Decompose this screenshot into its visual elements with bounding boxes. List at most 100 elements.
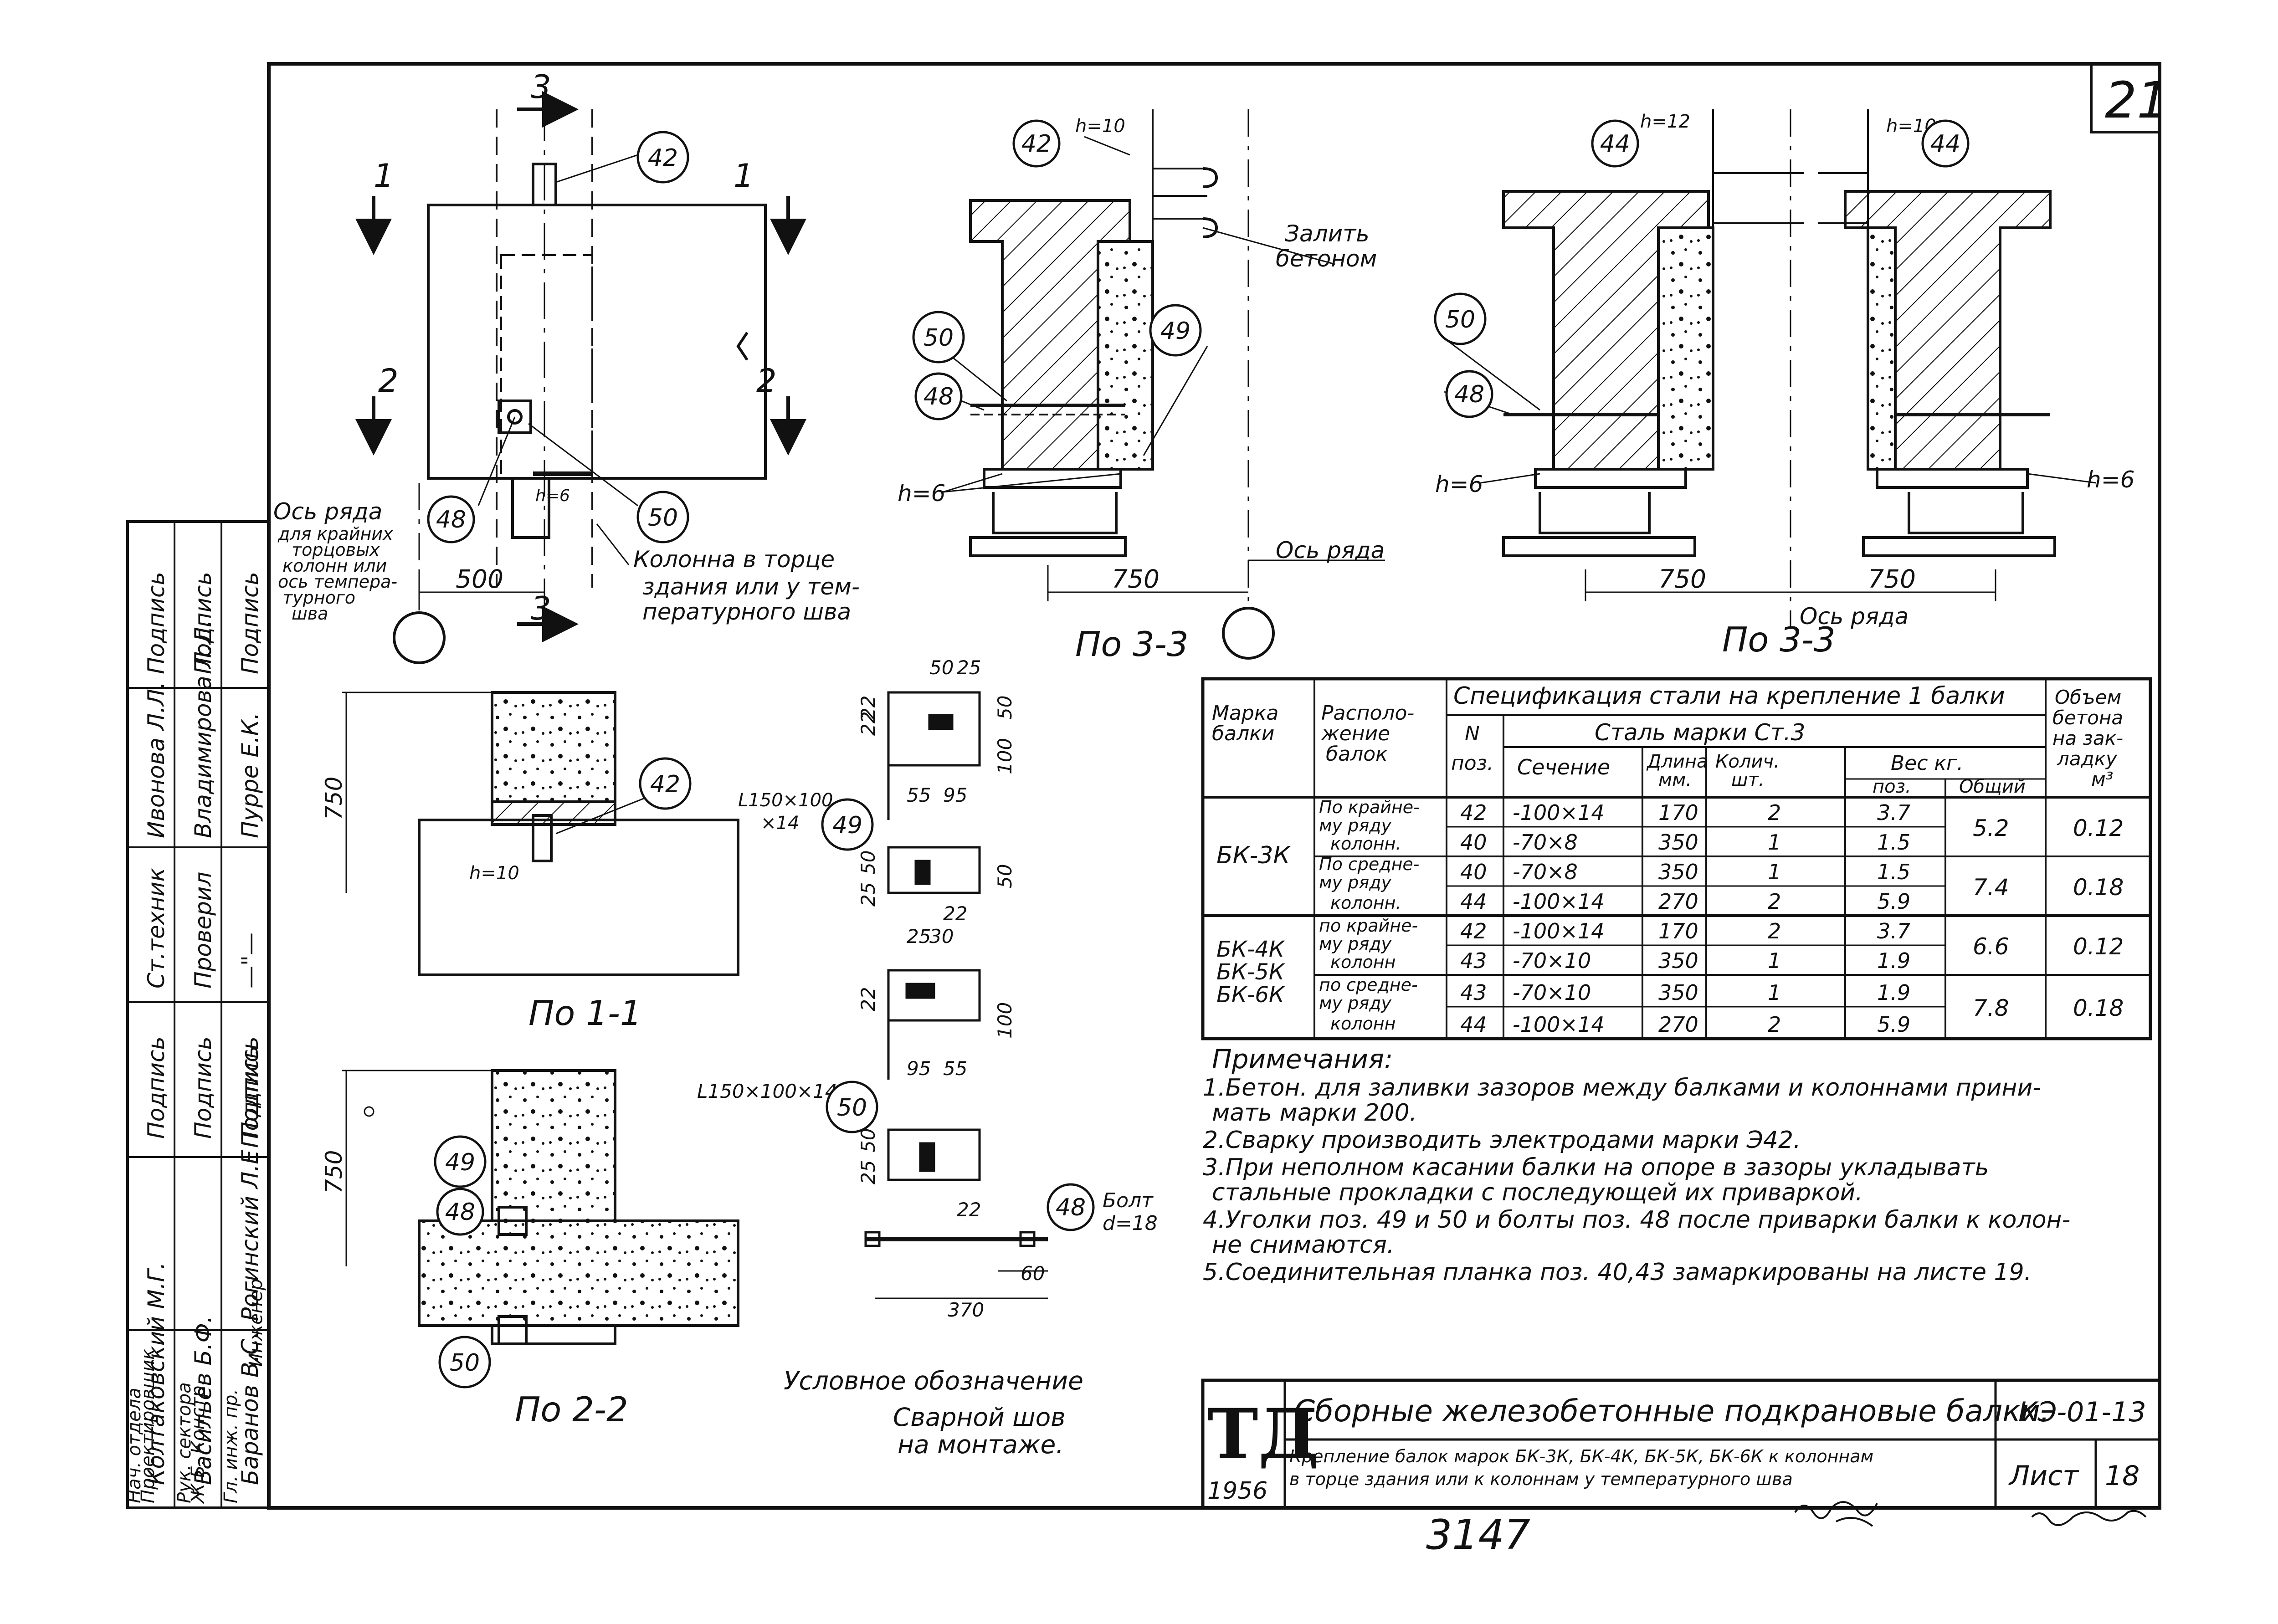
spec-r4-len: 170 <box>1658 919 1698 943</box>
d49-dim-50: 50 <box>929 656 954 679</box>
weld-h6: h=6 <box>535 487 570 505</box>
d49-dim-100: 100 <box>994 738 1016 774</box>
s33a-fill-0: Залить <box>1285 220 1370 247</box>
spec-g0s1-total: 7.4 <box>1973 874 2009 901</box>
tb-year: 1956 <box>1207 1477 1267 1505</box>
axis-note-3: ось темпера- <box>278 572 397 592</box>
section-33b-labels: h=12 h=10 h=6 h=6 750 750 Ось ряда По 3-… <box>1435 111 2134 660</box>
s33a-750: 750 <box>1112 564 1160 594</box>
tb-title: Сборные железобетонные подкрановые балки… <box>1294 1393 2050 1429</box>
m44d: 44 <box>1930 130 1960 158</box>
spec-r0-pos: 42 <box>1460 800 1487 825</box>
spec-r6-w: 1.9 <box>1877 980 1910 1005</box>
dim-500: 500 <box>456 564 503 594</box>
spec-r1-sec: -70×8 <box>1513 830 1578 855</box>
m49f: 49 <box>445 1149 475 1176</box>
notes-title: Примечания: <box>1212 1044 1393 1075</box>
spec-r4-pos: 42 <box>1460 919 1487 943</box>
angle-details-labels: 50 25 22 22 50 100 55 95 25 50 50 22 25 … <box>697 656 1158 1321</box>
sec1-right: 1 <box>734 157 754 195</box>
axis-note-2: колонн или <box>282 556 387 576</box>
spec-r0-cnt: 2 <box>1768 800 1781 825</box>
side-stamp: Колтаковский М.Г. Подпись Ст.техник Ивон… <box>124 520 270 1509</box>
spec-g1s0-loc0: по крайне- <box>1319 916 1418 936</box>
spec-col-length-1: мм. <box>1658 769 1692 790</box>
m50b: 50 <box>924 324 954 352</box>
spec-r6-pos: 43 <box>1460 980 1487 1005</box>
marker-49-v22 <box>434 1135 487 1188</box>
spec-g1s0-loc2: колонн <box>1330 952 1396 972</box>
m50f: 50 <box>450 1349 480 1377</box>
stamp-c1-0: Колтаковский М.Г. <box>143 1262 169 1485</box>
spec-col-weight-total: Общий <box>1959 776 2026 797</box>
bolt-label-0: Болт <box>1103 1189 1154 1212</box>
v22-750: 750 <box>321 1150 347 1194</box>
bolt-dim-60: 60 <box>1021 1262 1045 1285</box>
spec-r4-sec: -100×14 <box>1513 919 1604 943</box>
spec-r6-cnt: 1 <box>1768 980 1781 1005</box>
column-note-2: пературного шва <box>642 599 851 625</box>
angle-label: L150×100×14 <box>697 1080 837 1102</box>
spec-g0s1-loc0: По средне- <box>1319 854 1420 874</box>
stamp-c1-3: Ивонова Л.Л. <box>143 681 169 838</box>
m49e: 49 <box>832 812 862 839</box>
spec-g1-mark1: БК-5К <box>1216 959 1285 985</box>
bolt-dim-370: 370 <box>948 1299 984 1321</box>
m42b: 42 <box>1021 130 1052 158</box>
v11-angle-1: ×14 <box>761 813 799 834</box>
tb-logo: ТД <box>1207 1394 1319 1474</box>
s33a-h10: h=10 <box>1075 116 1125 137</box>
spec-r1-pos: 40 <box>1460 830 1487 855</box>
m42d: 42 <box>650 771 680 798</box>
marker-48-s33b <box>1445 370 1493 418</box>
legend-line2: на монтаже. <box>898 1430 1064 1459</box>
axis-note-1: торцовых <box>292 540 380 560</box>
section-33a-labels: h=10 h=6 750 Ось ряда Залить бетоном По … <box>898 116 1385 664</box>
spec-g1s1-vol: 0.18 <box>2073 995 2124 1021</box>
spec-col-pos-0: N <box>1465 722 1480 745</box>
spec-g1s1-loc1: му ряду <box>1319 993 1391 1013</box>
spec-g0-mark: БК-3К <box>1216 842 1291 869</box>
legend-title: Условное обозначение <box>784 1366 1083 1395</box>
spec-g1s0-loc1: му ряду <box>1319 934 1391 954</box>
signature-marks <box>1794 1501 2147 1527</box>
marker-50-s33b <box>1434 292 1487 345</box>
spec-g0s0-loc0: По крайне- <box>1319 797 1420 817</box>
spec-r6-len: 350 <box>1658 980 1698 1005</box>
s33b-h6-left: h=6 <box>1435 471 1483 497</box>
stamp-c2-2: Проверил <box>190 872 216 989</box>
tb-code: КЭ-01-13 <box>2018 1396 2146 1428</box>
spec-r2-w: 1.5 <box>1877 860 1910 884</box>
marker-50-s33a <box>912 311 965 364</box>
d49-dim-55: 55 <box>907 784 931 806</box>
spec-col-count-0: Колич. <box>1715 751 1780 772</box>
spec-table-text: Спецификация стали на крепление 1 балки … <box>1212 682 2124 1037</box>
spec-r3-w: 5.9 <box>1877 889 1910 914</box>
spec-g0s0-loc1: му ряду <box>1319 815 1391 835</box>
tb-subtitle-1: Крепление балок марок БК-3К, БК-4К, БК-5… <box>1289 1446 1873 1466</box>
d49-dim-50c: 50 <box>857 850 879 875</box>
view-11-labels: 750 h=10 L150×100 ×14 По 1-1 <box>321 777 833 1033</box>
spec-r0-w: 3.7 <box>1877 800 1910 825</box>
s33b-h6-right: h=6 <box>2087 466 2134 493</box>
bolt-label-1: d=18 <box>1103 1212 1158 1235</box>
spec-col-vol-2: на зак- <box>2052 727 2123 749</box>
spec-r7-w: 5.9 <box>1877 1012 1910 1037</box>
spec-r5-pos: 43 <box>1460 948 1487 973</box>
v11-title: По 1-1 <box>528 993 642 1033</box>
spec-r6-sec: -70×10 <box>1513 980 1591 1005</box>
spec-r5-len: 350 <box>1658 948 1698 973</box>
spec-r5-cnt: 1 <box>1768 948 1781 973</box>
d50-dim-30: 30 <box>929 925 954 948</box>
sec2-right: 2 <box>756 362 777 400</box>
stamp-c1-4: Подпись <box>143 572 169 674</box>
s33b-750-right: 750 <box>1868 564 1916 594</box>
m48b: 48 <box>924 383 954 410</box>
spec-col-weight-pos: поз. <box>1873 776 1911 797</box>
spec-g0s1-loc1: му ряду <box>1319 872 1391 892</box>
section-33a <box>938 109 1385 660</box>
angle-details <box>864 691 1048 1299</box>
spec-r0-len: 170 <box>1658 800 1698 825</box>
spec-g0s1-vol: 0.18 <box>2073 874 2124 901</box>
